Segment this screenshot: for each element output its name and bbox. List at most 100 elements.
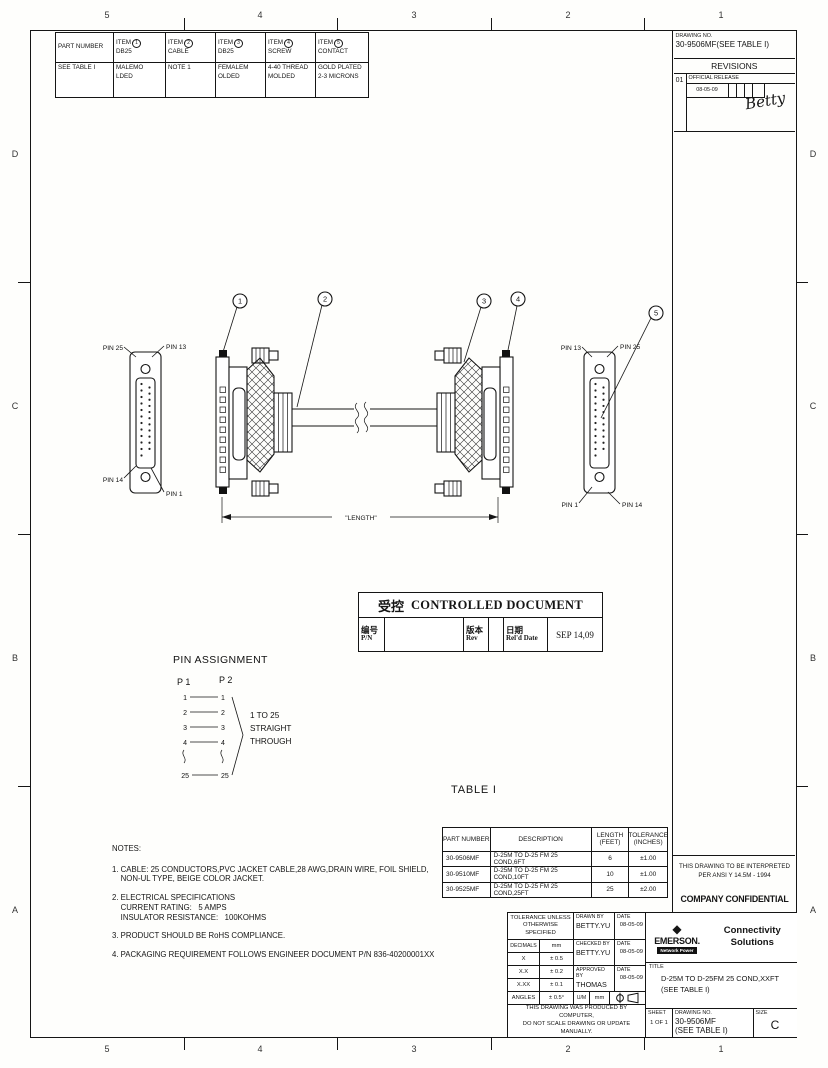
title-block: TOLERANCE UNLESS OTHERWISE SPECIFIED DRA…: [507, 912, 797, 1037]
note-4: 4. PACKAGING REQUIREMENT FOLLOWS ENGINEE…: [112, 950, 435, 960]
tick: [337, 18, 339, 30]
header-part-number: PART NUMBER: [56, 33, 114, 63]
rev-approval-cell: [744, 83, 753, 98]
brand-row: ◆ EMERSON. Network Power Connectivity So…: [646, 913, 797, 963]
date-label: DATE: [617, 967, 631, 973]
pn-value-cell: [385, 618, 464, 651]
cell-tolerance: ±2.00: [640, 886, 657, 894]
cell-tolerance: ±1.00: [640, 870, 657, 878]
checked-date: 08-05-09: [619, 949, 643, 955]
note-2: 2. ELECTRICAL SPECIFICATIONS CURRENT RAT…: [112, 893, 267, 922]
zone-row-left-a: A: [11, 905, 18, 915]
value-item-5: GOLD PLATED 2-3 MICRONS: [318, 64, 362, 80]
tick: [184, 18, 186, 30]
controlled-doc-title: CONTROLLED DOCUMENT: [410, 597, 584, 612]
zone-row-left-c: C: [11, 401, 19, 411]
tol-x: X: [508, 953, 540, 965]
rev-approval-cell: [728, 83, 737, 98]
um-value: mm: [590, 992, 610, 1004]
drawing-no-cell: DRAWING NO. 30-9506MF(SEE TABLE I): [673, 32, 795, 59]
rev-sub: Rev: [466, 634, 478, 643]
checked-by-name: BETTY.YU: [576, 948, 611, 957]
drawn-by-label: DRAWN BY: [576, 914, 604, 920]
item-sub: SCREW: [268, 47, 292, 55]
item-number-circle: 5: [334, 38, 344, 48]
right-column-divider: [672, 30, 674, 912]
um-label: U/M: [574, 992, 590, 1004]
size-label: SIZE: [755, 1009, 768, 1016]
tick: [796, 282, 808, 284]
drawing-no-value: 30-9506MF(SEE TABLE I): [675, 39, 770, 49]
item-sub: DB25: [116, 47, 132, 55]
value-item-4: 4-40 THREAD MOLDED: [266, 63, 316, 97]
drawing-no-label: DRAWING NO.: [675, 32, 713, 39]
tick: [796, 534, 808, 536]
size-value: C: [770, 1017, 780, 1032]
rev-value-cell: [489, 618, 504, 651]
zone-col-top-3: 3: [411, 10, 417, 20]
interpret-box-top-line: [672, 855, 795, 857]
value-item-3: FEMALEM OLDED: [216, 63, 266, 97]
release-date-value: SEP 14,09: [556, 629, 594, 640]
zone-row-left-b: B: [11, 653, 18, 663]
third-angle-projection-icon: [610, 992, 645, 1004]
col-length: LENGTH (FEET): [592, 828, 630, 851]
cell-length: 6: [592, 851, 630, 867]
value-item-1: MALEMO LDED: [114, 63, 166, 97]
tick: [491, 1038, 493, 1050]
emerson-logo: ◆ EMERSON. Network Power: [646, 921, 708, 954]
tick: [18, 282, 30, 284]
decimals-unit: mm: [551, 943, 562, 949]
revision-block-bottom: [673, 130, 795, 132]
rev-label-cell: 版本 Rev: [464, 618, 489, 651]
item-number-circle: 1: [132, 38, 142, 48]
item-number-circle: 2: [184, 38, 194, 48]
item-sub: DB25: [218, 47, 234, 55]
drawing-no-value: 30-9506MF (SEE TABLE I): [675, 1016, 728, 1036]
tol-x-value: ± 0.5: [550, 956, 563, 962]
item-sub: CONTACT: [318, 47, 348, 55]
title-label: TITLE: [649, 963, 664, 970]
unit-of-measure-row: U/M mm: [574, 992, 645, 1004]
tol-xxx: X.XX: [508, 979, 540, 991]
approved-by-label: APPROVED BY: [576, 967, 605, 979]
zone-col-bottom-4: 4: [257, 1044, 263, 1054]
pn-cjk: 编号: [361, 624, 379, 635]
cell-tolerance: ±1.00: [640, 855, 657, 863]
tick: [18, 786, 30, 788]
rev-approval-cell: [736, 83, 745, 98]
drawn-by-cell: DRAWN BY BETTY.YU: [574, 913, 615, 939]
title-cell: TITLE D-25M TO D-25FM 25 COND,XXFT (SEE …: [646, 963, 797, 1009]
approved-date: 08-05-09: [619, 975, 643, 981]
cell-description: D-25M TO D-25 FM 25 COND,25FT: [491, 882, 592, 897]
item-sub: CABLE: [168, 47, 189, 55]
zone-col-bottom-5: 5: [104, 1044, 110, 1054]
zone-col-top-5: 5: [104, 10, 110, 20]
notes-block: NOTES: 1. CABLE: 25 CONDUCTORS,PVC JACKE…: [112, 844, 452, 969]
cell-part-number: 30-9525MF: [443, 882, 491, 897]
tick: [184, 1038, 186, 1050]
division-name: Connectivity Solutions: [723, 925, 781, 949]
sheet-label: SHEET: [648, 1009, 666, 1016]
zone-row-right-d: D: [809, 149, 817, 159]
controlled-stamp-cjk: 受控: [377, 598, 404, 614]
interpretation-note: THIS DRAWING TO BE INTERPRETED PER ANSI …: [679, 863, 790, 880]
part-number-label: PART NUMBER: [58, 43, 104, 51]
value-part-number: SEE TABLE I: [56, 63, 114, 97]
cell-description: D-25M TO D-25 FM 25 COND,10FT: [491, 867, 592, 882]
cell-part-number: 30-9506MF: [443, 851, 491, 867]
drawing-no-cell: DRAWING NO. 30-9506MF (SEE TABLE I): [673, 1008, 754, 1037]
sheet-row: SHEET 1 OF 1 DRAWING NO. 30-9506MF (SEE …: [646, 1008, 797, 1037]
tick: [644, 18, 646, 30]
zone-row-right-a: A: [809, 905, 816, 915]
tick: [337, 1038, 339, 1050]
date-cjk: 日期: [506, 624, 524, 635]
produced-by-computer-note: THIS DRAWING WAS PRODUCED BY COMPUTER, D…: [508, 1004, 645, 1037]
emerson-name: EMERSON.: [654, 935, 700, 946]
date-label-cell: 日期 Rel'd Date: [504, 618, 548, 651]
parts-table-value-row: SEE TABLE I MALEMO LDED NOTE 1 FEMALEM O…: [56, 63, 368, 97]
